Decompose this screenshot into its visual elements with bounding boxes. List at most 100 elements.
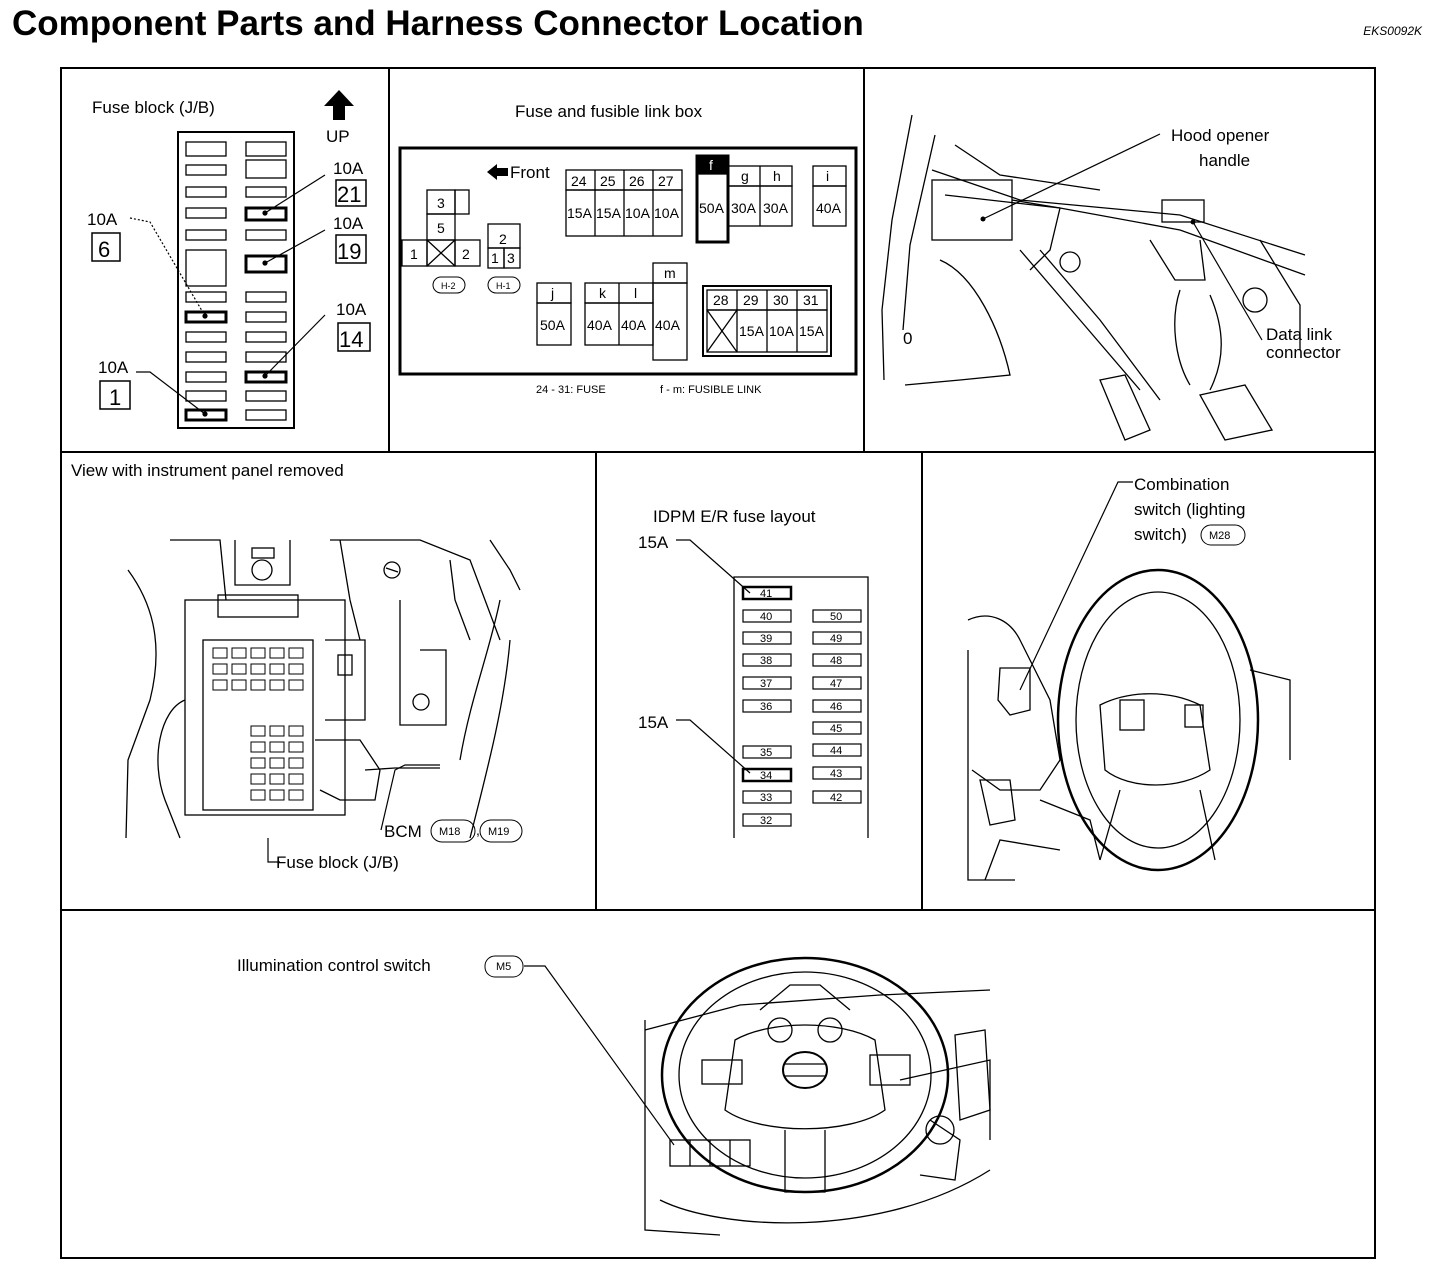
combo-label-1: Combination [1134,475,1229,494]
link-g-amp: 30A [731,200,757,216]
hood-label-1: Hood opener [1171,126,1270,145]
idpm-slot-label-49: 49 [830,633,842,645]
link-j-amp: 50A [540,317,566,333]
link-i-name: i [826,168,829,184]
link-m-amp: 40A [655,317,681,333]
idpm-leaders [676,539,751,774]
panel-frames [60,67,1376,1259]
illum-label: Illumination control switch [237,956,431,975]
fuse-31: 31 [803,292,819,308]
relay-b-3: 3 [507,250,515,266]
link-g: g [741,168,749,184]
dlc-leader [1192,221,1263,341]
illum-leader [524,965,675,1146]
fusible-link-panel: Fuse and fusible link box Front 3 5 1 2 … [398,102,858,396]
dlc-label-2: connector [1266,343,1341,362]
idpm-slot-42 [812,790,862,804]
link-j [536,282,572,346]
idpm-slot-35 [742,745,792,759]
link-j-name: j [550,285,554,301]
link-k-m [584,262,688,361]
idpm-slot-46 [812,699,862,713]
front-label: Front [510,163,550,182]
callout-14-num: 14 [339,327,363,352]
fuse-24-amp: 15A [567,205,593,221]
fuse-30: 30 [773,292,789,308]
front-arrow-icon [487,164,508,180]
idpm-title: IDPM E/R fuse layout [653,507,816,526]
steering-illustration [967,568,1291,881]
combination-switch-panel: Combination switch (lighting switch) M28 [967,475,1291,881]
link-k-amp: 40A [587,317,613,333]
idpm-box [733,576,869,838]
combo-connector-pill [1200,524,1246,546]
fuse-25-amp: 15A [596,205,622,221]
idpm-slot-39 [742,631,792,645]
dashboard-wheel-illustration [644,956,991,1236]
idpm-slot-label-34: 34 [760,770,772,782]
bcm-connector-m19: M19 [488,826,509,838]
link-i [812,165,847,227]
legend-fusible-link: f - m: FUSIBLE LINK [660,384,762,396]
ip-panel-title: View with instrument panel removed [71,461,344,480]
bcm-connector-pills [430,819,523,843]
bcm-connector-separator: , [476,822,480,838]
dlc-label-1: Data link [1266,325,1333,344]
callout-1-num: 1 [109,385,121,410]
idpm-slot-label-39: 39 [760,633,772,645]
callout-21-amp: 10A [333,159,364,178]
fuse-24: 24 [571,173,587,189]
up-arrow-icon [324,90,354,120]
callout-21-num: 21 [337,182,361,207]
idpm-fuse-layout: IDPM E/R fuse layout 15A 15A 41403938373… [638,507,869,838]
relay-b-1: 1 [491,250,499,266]
callout-6-num: 6 [98,237,110,262]
idpm-slot-49 [812,631,862,645]
fuse-slots [184,141,288,422]
link-h: h [773,168,781,184]
hood-opener-panel: 0 Hood opener handle Data link connector [881,114,1341,441]
relay-a-2: 2 [462,246,470,262]
fuse-29: 29 [743,292,759,308]
fuse-block-label: Fuse block (J/B) [276,853,399,872]
connector-h2: H-2 [441,281,456,291]
relay-b-2: 2 [499,231,507,247]
idpm-slot-label-47: 47 [830,678,842,690]
callout-6-amp: 10A [87,210,118,229]
bcm-label: BCM [384,822,422,841]
idpm-slot-38 [742,653,792,667]
fuse-28-31 [702,285,832,357]
link-h-amp: 30A [763,200,789,216]
fuse-26: 26 [629,173,645,189]
idpm-slot-label-33: 33 [760,792,772,804]
fuse-block-panel: Fuse block (J/B) UP 10A 21 [87,90,371,429]
combo-connector-m28: M28 [1209,530,1230,542]
idpm-slot-43 [812,766,862,780]
up-label: UP [326,127,350,146]
dash-mark: 0 [903,329,912,348]
idpm-slot-36 [742,699,792,713]
relay-a-1: 1 [410,246,418,262]
relay-b [487,223,521,269]
idpm-slot-34 [741,767,793,783]
ip-leaders [267,764,440,863]
connector-pills [432,276,521,294]
idpm-slot-label-38: 38 [760,655,772,667]
idpm-slot-label-43: 43 [830,768,842,780]
link-l-amp: 40A [621,317,647,333]
callout-1-amp: 10A [98,358,129,377]
fuse-leaders [129,174,326,417]
fuse-block-outline [177,131,295,429]
hood-leader [982,133,1161,220]
link-f: f [709,157,713,173]
bcm-connector-m18: M18 [439,826,460,838]
idpm-slot-47 [812,676,862,690]
callout-19-amp: 10A [333,214,364,233]
fuse-28: 28 [713,292,729,308]
fuse-27: 27 [658,173,674,189]
idpm-slot-33 [742,790,792,804]
fusible-box-title: Fuse and fusible link box [515,102,703,121]
idpm-slot-44 [812,743,862,757]
